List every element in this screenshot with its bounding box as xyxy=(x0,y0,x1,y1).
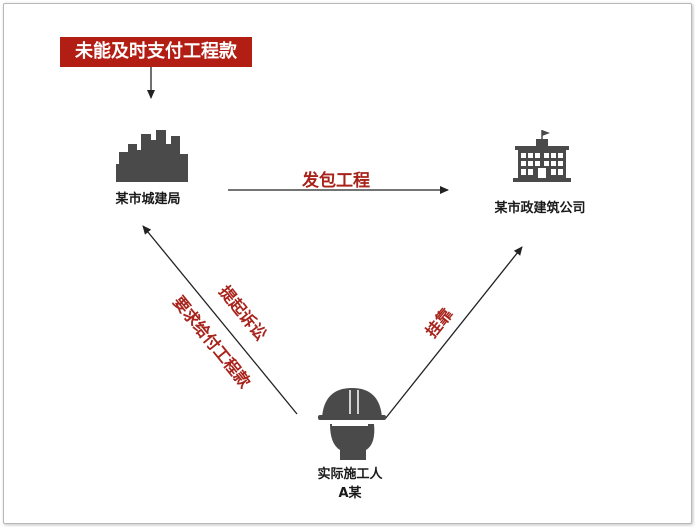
bureau-label: 某市城建局 xyxy=(115,192,181,207)
worker-label-line2: A某 xyxy=(338,486,362,501)
company-label: 某市政建筑公司 xyxy=(494,201,586,216)
unpaid-banner: 未能及时支付工程款 xyxy=(60,37,252,67)
affiliation-arrow xyxy=(384,246,523,420)
lawsuit-arrow xyxy=(142,225,298,415)
contract-label: 发包工程 xyxy=(302,171,370,191)
worker-label-line1: 实际施工人 xyxy=(317,467,383,482)
city-skyline-icon xyxy=(116,130,188,182)
hardhat-worker-icon xyxy=(318,388,386,460)
government-building-icon xyxy=(513,130,571,182)
diagram-frame: 未能及时支付工程款 某市城建局 某市政建筑公司 实际施工人 A某 发包工程 提起… xyxy=(3,3,692,524)
relationship-diagram xyxy=(116,66,571,460)
